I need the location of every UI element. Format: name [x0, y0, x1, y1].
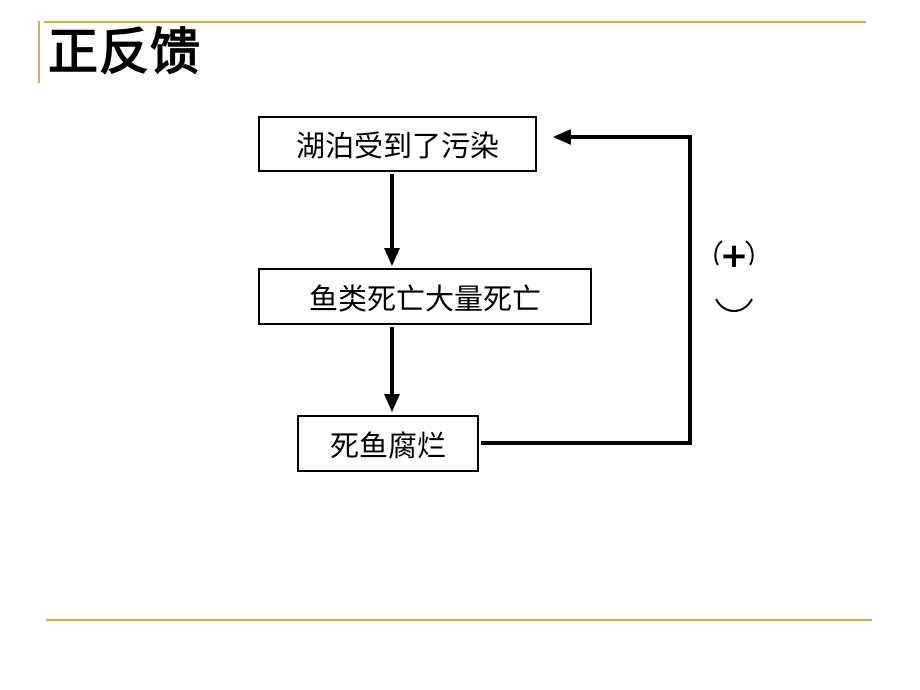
- arrowhead-feedback: [553, 129, 571, 145]
- bottom-rule: [46, 619, 872, 621]
- node-fish-die: 鱼类死亡大量死亡: [258, 268, 592, 325]
- node-dead-fish-rot: 死鱼腐烂: [297, 415, 479, 472]
- sign-left-paren-top: [714, 240, 723, 266]
- sign-right-paren-top: [745, 240, 754, 266]
- sign-bottom-paren: [715, 298, 753, 312]
- node-dead-fish-rot-label: 死鱼腐烂: [329, 428, 446, 463]
- node-lake-polluted: 湖泊受到了污染: [258, 116, 537, 172]
- arrowhead-fish-to-rot: [384, 394, 400, 412]
- plus-sign-text: +: [720, 236, 749, 276]
- arrowhead-lake-to-fish: [384, 248, 400, 266]
- slide-title: 正反馈: [48, 23, 201, 81]
- node-fish-die-label: 鱼类死亡大量死亡: [308, 281, 541, 316]
- feedback-loop-line: [481, 135, 692, 445]
- positive-feedback-sign: +: [714, 236, 754, 312]
- node-lake-polluted-label: 湖泊受到了污染: [295, 129, 499, 163]
- top-rule: [44, 21, 866, 23]
- title-accent-bar: [38, 21, 40, 83]
